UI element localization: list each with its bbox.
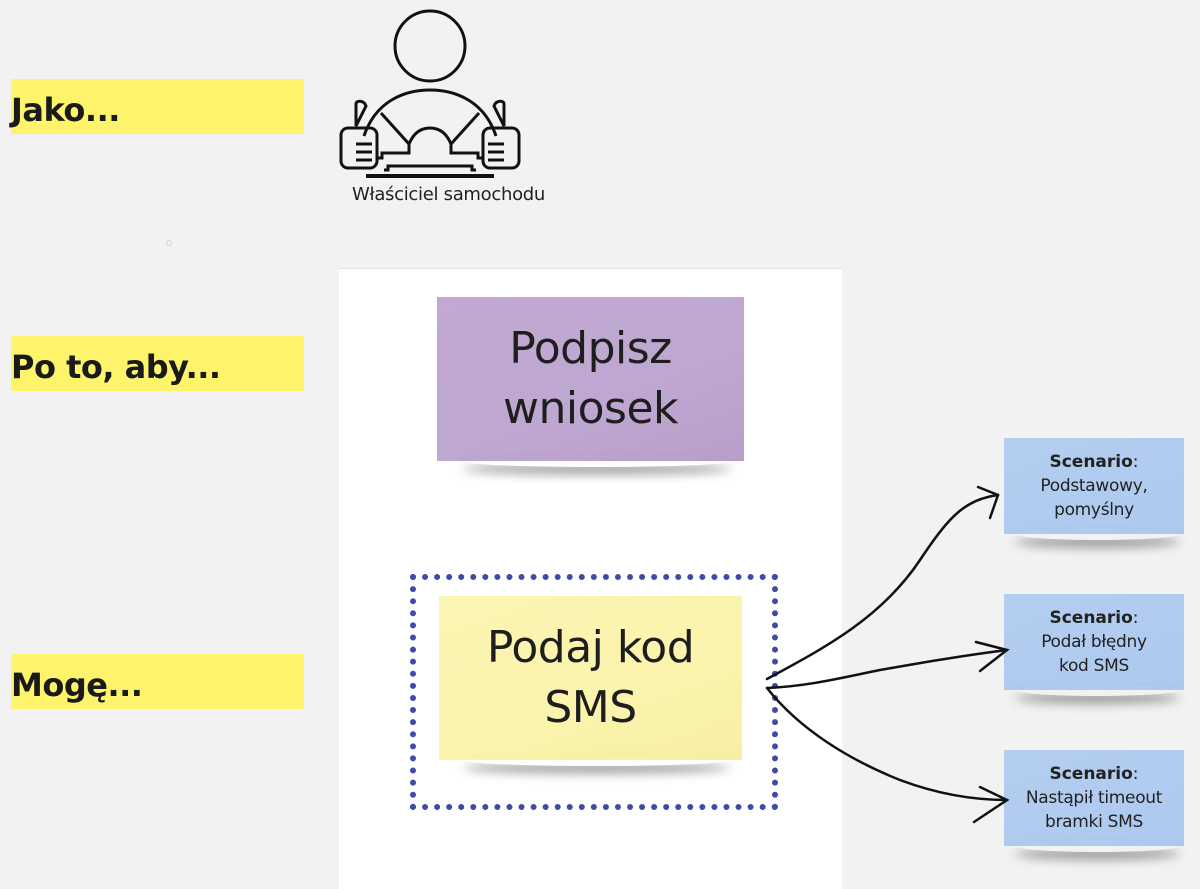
scenario-title-separator: : [1132,452,1139,472]
scenario-desc-line2: kod SMS [1059,656,1129,676]
scenario-title: Scenario: [1049,762,1138,786]
scenario-title: Scenario: [1049,450,1138,474]
canvas-dot-marker [166,240,172,246]
scenario-note-basic[interactable]: Scenario: Podstawowy, pomyślny [1004,438,1184,534]
scenario-desc-line1: Podstawowy, [1040,476,1148,496]
scenario-note-timeout[interactable]: Scenario: Nastąpił timeout bramki SMS [1004,750,1184,846]
driver-steering-wheel-icon[interactable] [336,8,524,178]
row-label-so-that-text: Po to, aby... [11,347,221,386]
scenario-desc-line1: Podał błędny [1041,632,1147,652]
scenario-desc-line2: pomyślny [1054,500,1134,520]
scenario-title-word: Scenario [1049,608,1133,628]
row-label-as-text: Jako... [11,90,120,129]
scenario-note-wrong-code[interactable]: Scenario: Podał błędny kod SMS [1004,594,1184,690]
scenario-title-separator: : [1132,764,1139,784]
scenario-title-word: Scenario [1049,452,1133,472]
scenario-desc-line2: bramki SMS [1045,812,1143,832]
goal-sticky-line2: wniosek [503,383,679,434]
activity-sticky-line2: SMS [544,682,637,733]
row-label-i-can[interactable]: Mogę... [11,654,304,709]
row-label-so-that[interactable]: Po to, aby... [11,336,304,391]
row-label-i-can-text: Mogę... [11,665,143,704]
persona-name: Właściciel samochodu [352,184,546,205]
activity-sticky-note[interactable]: Podaj kod SMS [439,596,742,760]
row-label-as[interactable]: Jako... [11,79,304,134]
scenario-title-word: Scenario [1049,764,1133,784]
scenario-title: Scenario: [1049,606,1138,630]
scenario-desc-line1: Nastąpił timeout [1025,788,1163,808]
goal-sticky-note[interactable]: Podpisz wniosek [437,297,744,461]
activity-sticky-line1: Podaj kod [486,622,695,673]
scenario-title-separator: : [1132,608,1139,628]
goal-sticky-line1: Podpisz [509,323,672,374]
